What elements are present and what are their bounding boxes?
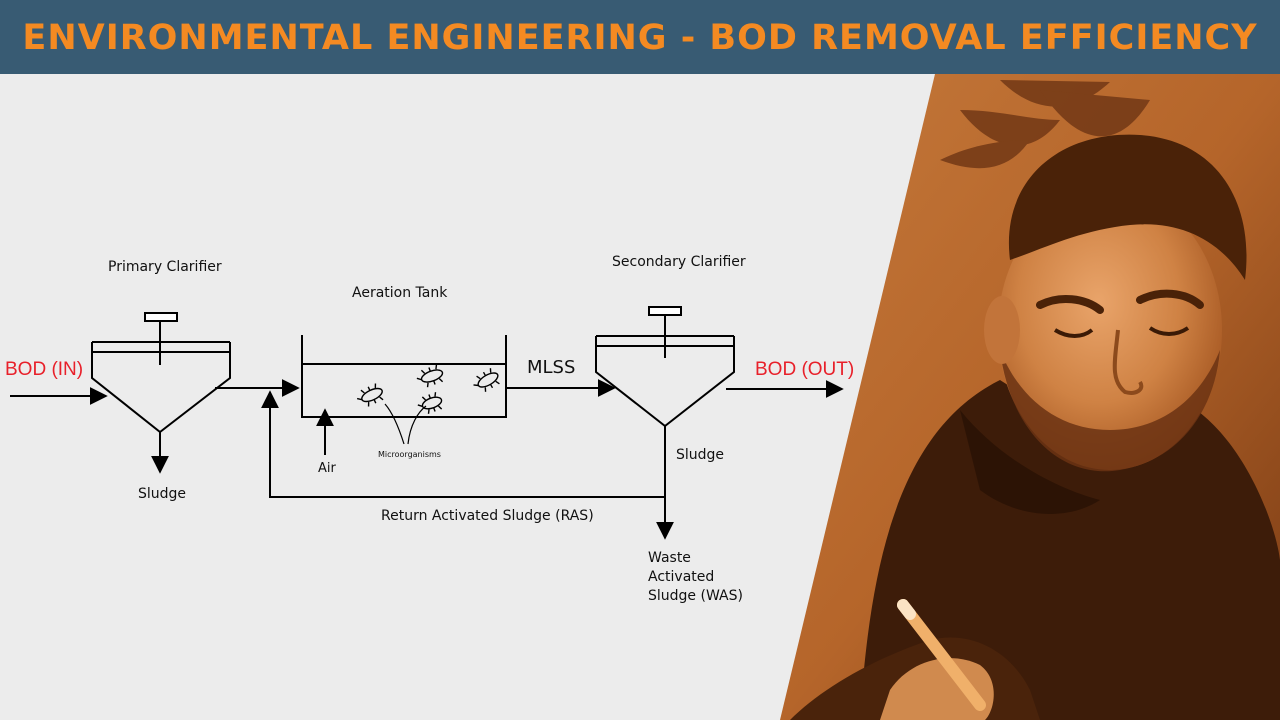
primary-clarifier [91,312,231,434]
was-label-line3: Sludge (WAS) [648,588,743,604]
aeration-tank-label: Aeration Tank [352,285,448,301]
primary-clarifier-label: Primary Clarifier [108,259,222,275]
aeration-tank [301,335,507,418]
bod-out-label: BOD (OUT) [755,359,854,380]
secondary-sludge-label: Sludge [676,447,724,463]
primary-sludge-label: Sludge [138,486,186,502]
face [998,190,1222,470]
ear [984,296,1020,364]
was-label-line2: Activated [648,569,714,585]
ras-line [261,390,666,498]
eyebrows [1036,289,1204,314]
hair [1008,134,1247,280]
nose [1112,329,1144,395]
mlss-label: MLSS [527,357,575,378]
secondary-clarifier [595,306,735,428]
microorganisms-label: Microorganisms [378,450,441,459]
title-banner: ENVIRONMENTAL ENGINEERING - BOD REMOVAL … [0,0,1280,74]
beard [1000,350,1220,472]
plant-leaves [940,80,1150,169]
microorganism-icons [356,364,500,414]
page-title: ENVIRONMENTAL ENGINEERING - BOD REMOVAL … [22,18,1258,58]
secondary-clarifier-label: Secondary Clarifier [612,254,746,270]
pencil [897,599,986,711]
bod-in-label: BOD (IN) [5,359,83,380]
was-label-line1: Waste [648,550,691,566]
air-label: Air [318,461,337,476]
ras-label: Return Activated Sludge (RAS) [381,508,594,524]
microorganism-pointers [384,403,427,445]
eyes [1053,326,1190,338]
shirt [860,380,1280,720]
hand [880,658,994,720]
shirt-collar [960,410,1100,514]
